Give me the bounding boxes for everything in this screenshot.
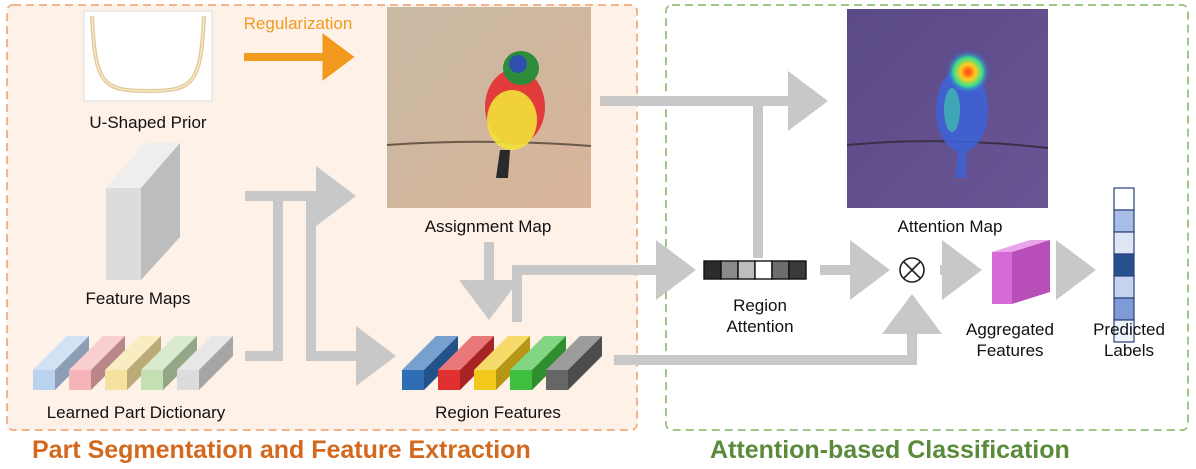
region-feature-prism-3 [474, 336, 530, 390]
predicted-label-cell-3 [1113, 231, 1135, 255]
region-attention-cell-2 [720, 260, 739, 280]
predicted-labels-label: Predicted Labels [1093, 320, 1165, 360]
u-shaped-prior-label: U-Shaped Prior [89, 113, 207, 132]
region-attention-cell-6 [788, 260, 807, 280]
region-attention-cell-4 [754, 260, 773, 280]
aggregated-features-label: Aggregated Features [966, 320, 1054, 360]
learned-part-dictionary-label: Learned Part Dictionary [46, 403, 226, 422]
predicted-label-cell-2 [1113, 209, 1135, 233]
region-attention-label: Region Attention [726, 296, 794, 336]
region-attention-cell-5 [771, 260, 790, 280]
dictionary-prism-4 [141, 336, 197, 390]
assignment-map-image [386, 7, 592, 208]
region-attention-cell-1 [703, 260, 722, 280]
attention-map-label: Attention Map [897, 217, 1003, 236]
learned-part-dictionary [33, 336, 233, 390]
region-feature-prism-1 [402, 336, 458, 390]
predicted-label-cell-1 [1113, 187, 1135, 211]
feature-maps-block [106, 143, 180, 280]
region-feature-prism-4 [510, 336, 566, 390]
regularization-label: Regularization [243, 14, 353, 33]
dictionary-prism-5 [177, 336, 233, 390]
dictionary-prism-2 [69, 336, 125, 390]
left-panel-title: Part Segmentation and Feature Extraction [32, 436, 531, 464]
predicted-label-cell-4 [1113, 253, 1135, 277]
u-shaped-prior-plot [83, 10, 213, 102]
feature-maps-label: Feature Maps [85, 289, 191, 308]
region-attention-cell-3 [737, 260, 756, 280]
region-feature-prism-2 [438, 336, 494, 390]
dictionary-prism-1 [33, 336, 89, 390]
right-panel-title: Attention-based Classification [710, 436, 1070, 464]
predicted-label-cell-5 [1113, 275, 1135, 299]
assignment-map-label: Assignment Map [424, 217, 552, 236]
predicted-label-cell-6 [1113, 297, 1135, 321]
aggregated-features-block [992, 240, 1050, 304]
dictionary-prism-3 [105, 336, 161, 390]
attention-map-image [846, 9, 1049, 208]
region-features-label: Region Features [435, 403, 561, 422]
predicted-label-cell-7 [1113, 319, 1135, 343]
predicted-labels-vector [1113, 187, 1135, 343]
region-feature-prism-5 [546, 336, 602, 390]
region-features [402, 336, 602, 390]
gray-connectors [245, 71, 1096, 386]
region-attention-vector [703, 260, 807, 280]
